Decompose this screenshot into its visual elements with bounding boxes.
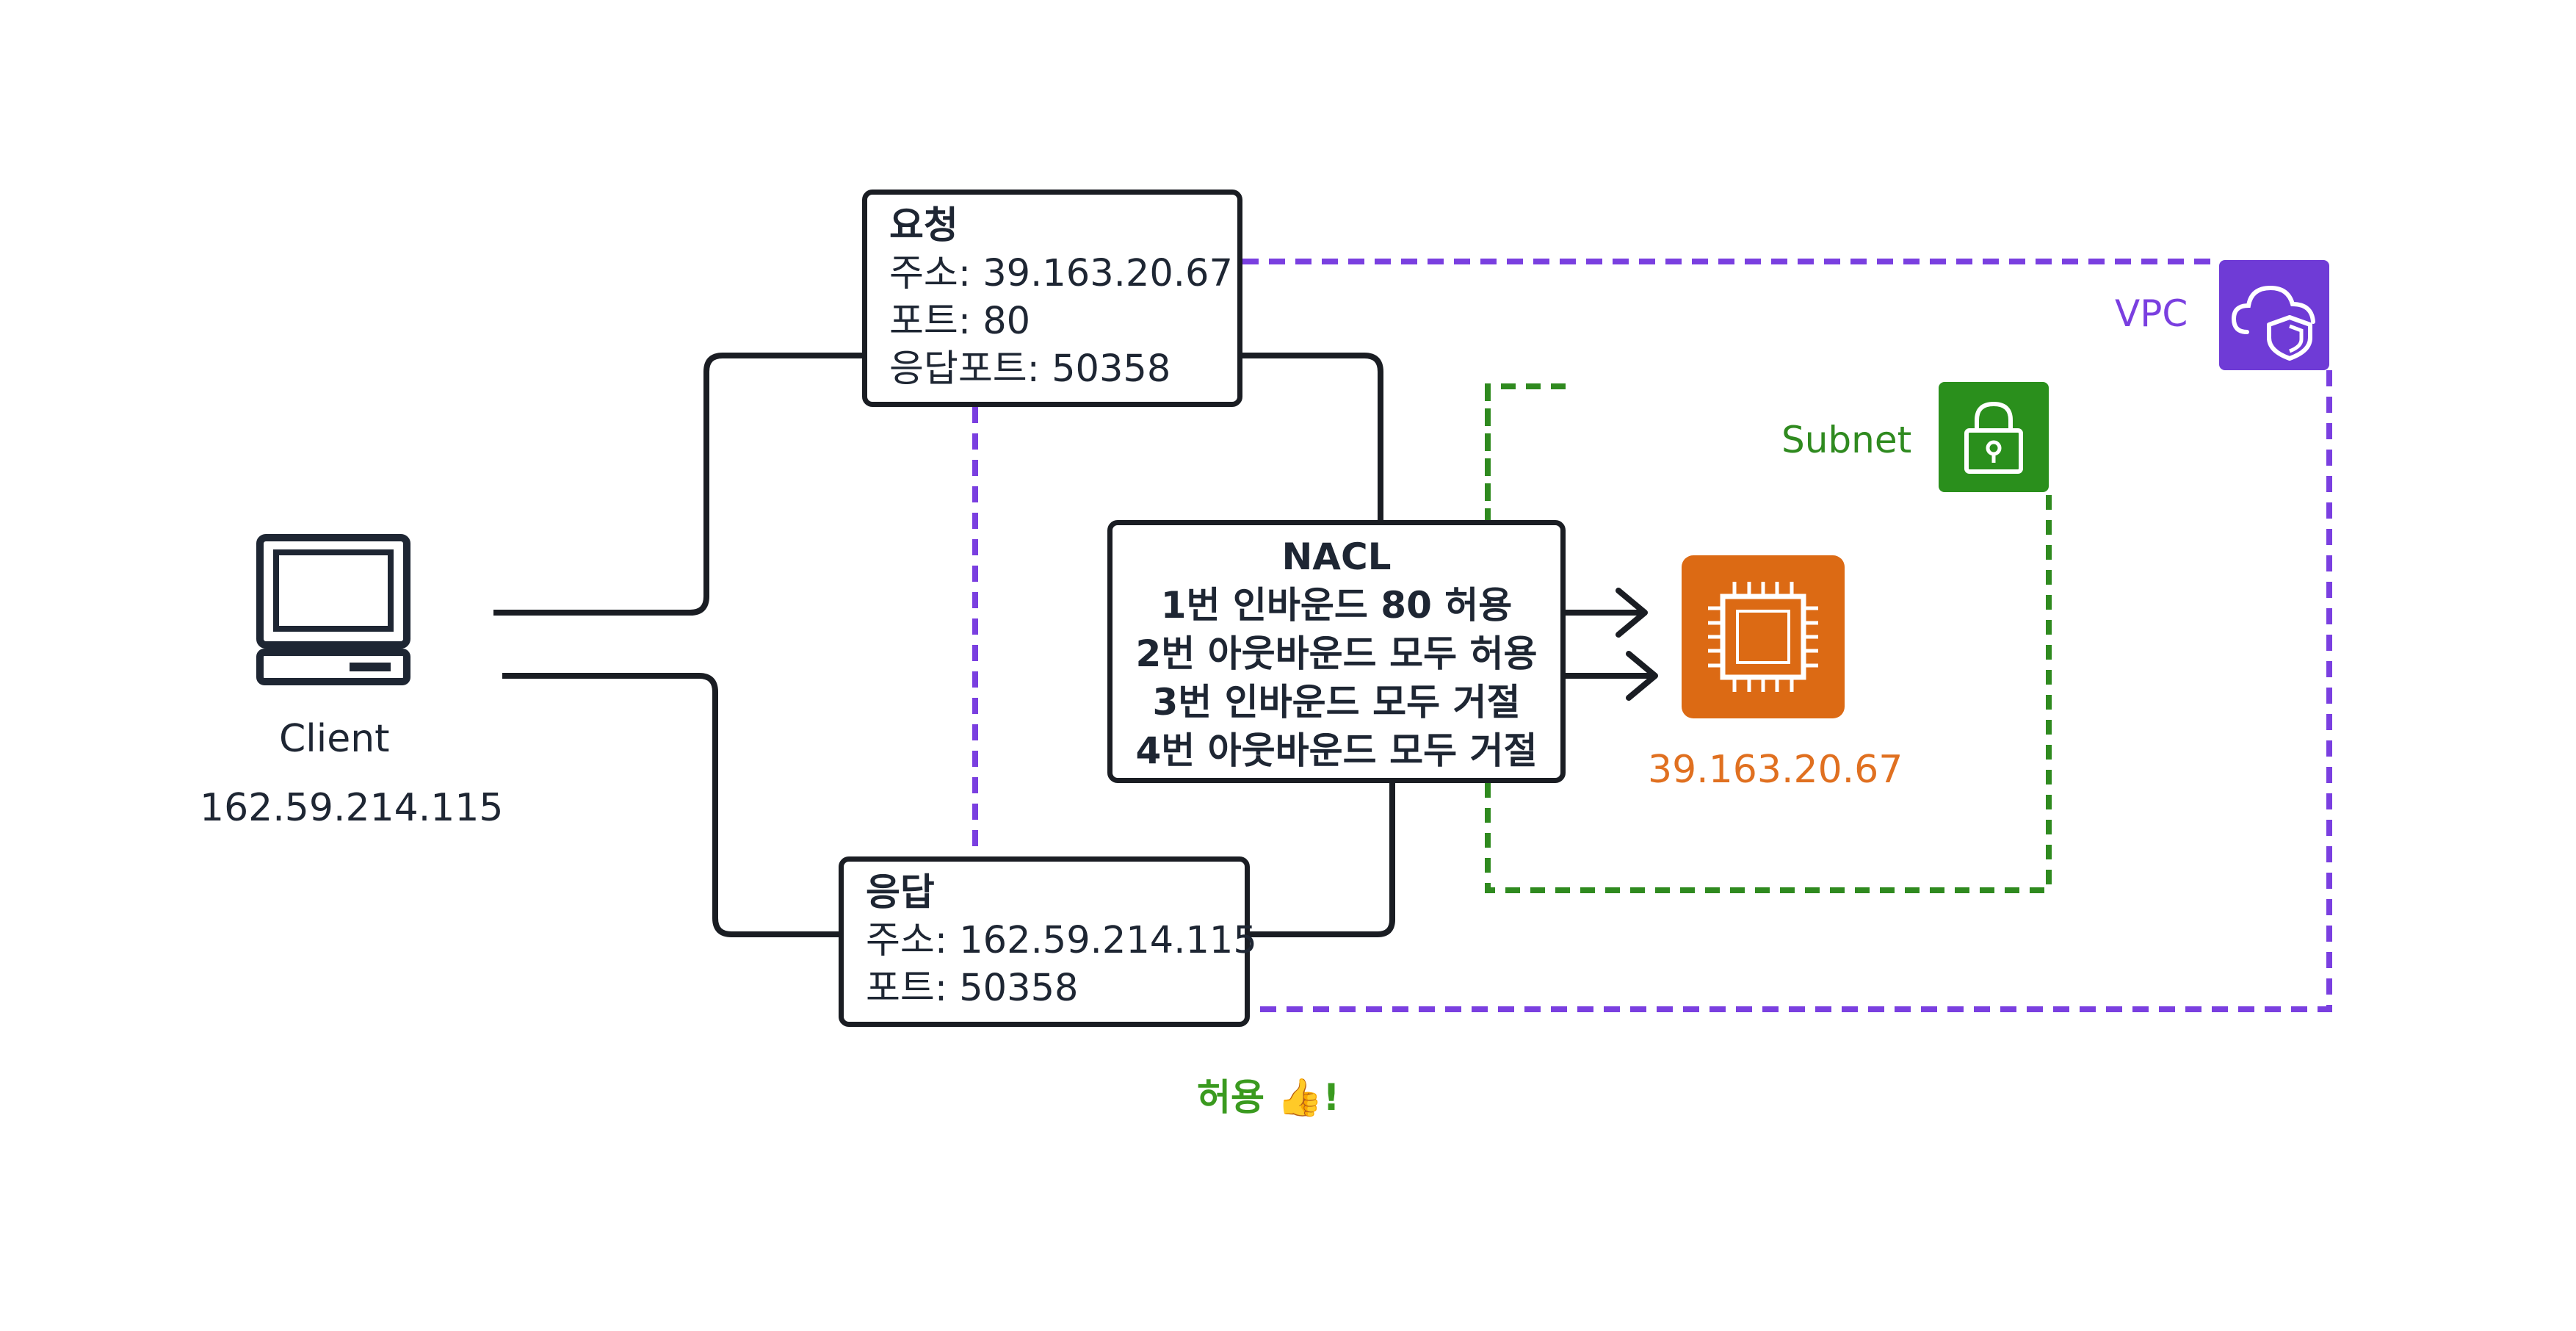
nacl-rule: 1번 인바운드 80 허용 <box>1160 584 1513 627</box>
chip-icon <box>1708 582 1818 692</box>
request-response-port: 응답포트: 50358 <box>889 347 1171 391</box>
ec2-ip: 39.163.20.67 <box>1648 748 1903 792</box>
nacl-title: NACL <box>1281 535 1392 578</box>
vpc-badge <box>2219 260 2329 370</box>
request-port: 포트: 80 <box>889 300 1031 343</box>
client-ip: 162.59.214.115 <box>200 786 504 830</box>
request-title: 요청 <box>889 204 958 248</box>
subnet-badge <box>1939 382 2049 492</box>
subnet-boundary <box>1485 383 2052 893</box>
laptop-icon <box>256 534 410 685</box>
response-box: 응답 주소: 162.59.214.115 포트: 50358 <box>839 856 1257 1027</box>
nacl-rule: 2번 아웃바운드 모두 허용 <box>1135 632 1538 675</box>
request-wire <box>493 353 862 616</box>
nacl-to-response-wire <box>1250 783 1395 937</box>
request-to-nacl-wire <box>1242 353 1383 520</box>
client-name: Client <box>279 717 390 761</box>
response-port: 포트: 50358 <box>866 967 1079 1010</box>
response-address: 주소: 162.59.214.115 <box>866 919 1257 962</box>
ec2-instance <box>1682 555 1845 718</box>
subnet-label: Subnet <box>1781 419 1912 461</box>
lock-icon <box>1964 401 2023 474</box>
arrow-1 <box>1563 588 1648 638</box>
nacl-rule: 4번 아웃바운드 모두 거절 <box>1135 729 1538 772</box>
vpc-boundary <box>972 259 2332 1012</box>
nacl-rule: 3번 인바운드 모두 거절 <box>1152 681 1521 724</box>
result-allowed: 허용 👍! <box>1197 1076 1340 1119</box>
response-wire <box>502 673 839 937</box>
response-title: 응답 <box>866 871 935 915</box>
request-box: 요청 주소: 39.163.20.67 포트: 80 응답포트: 50358 <box>862 190 1242 407</box>
cloud-shield-icon <box>2231 285 2315 361</box>
nacl-box: NACL 1번 인바운드 80 허용 2번 아웃바운드 모두 허용 3번 인바운… <box>1107 520 1566 783</box>
vpc-label: VPC <box>2115 292 2188 335</box>
request-address: 주소: 39.163.20.67 <box>889 252 1233 295</box>
arrow-2 <box>1563 651 1658 701</box>
